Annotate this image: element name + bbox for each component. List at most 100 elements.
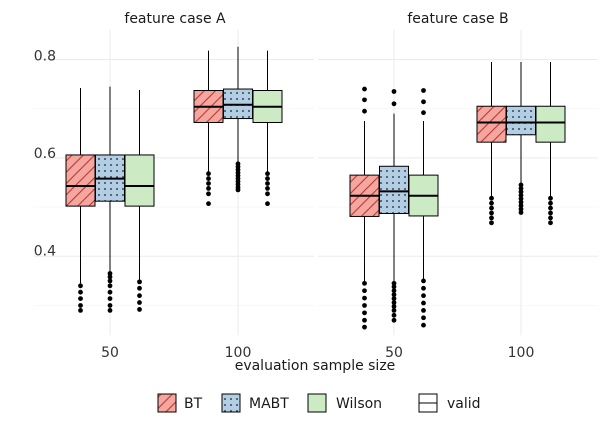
box-f1-50-mabt — [379, 165, 409, 214]
outlier-f1-100-mabt-4 — [518, 196, 524, 202]
outlier-f0-50-mabt-0 — [107, 271, 113, 276]
box-f1-100-wilson — [535, 105, 566, 143]
outlier-f0-50-bt-3 — [78, 303, 83, 308]
facet-label-a: feature case A — [124, 11, 226, 27]
outlier-f1-50-mabt-4 — [391, 288, 397, 294]
outlier-f0-50-wilson-1 — [137, 285, 142, 291]
outlier-f0-50-wilson-3 — [137, 300, 142, 305]
outlier-f0-100-wilson-3 — [265, 186, 270, 191]
outlier-f1-100-mabt-1 — [518, 186, 524, 191]
outlier-f1-50-wilson-8 — [421, 315, 426, 321]
outlier-f0-50-bt-1 — [78, 289, 83, 295]
legend-key-bt — [157, 393, 177, 413]
outlier-f1-50-mabt-5 — [391, 292, 397, 298]
legend-label-bt: BT — [184, 396, 203, 412]
outlier-f1-50-mabt-2 — [391, 280, 397, 286]
outlier-f0-50-mabt-7 — [107, 308, 113, 313]
outlier-f1-100-bt-2 — [489, 205, 494, 211]
box-f1-100-bt — [476, 105, 507, 143]
outlier-f1-100-mabt-0 — [518, 182, 524, 188]
box-f0-50-wilson — [124, 154, 155, 207]
outlier-f0-50-wilson-2 — [137, 293, 142, 299]
y-tick-label-0: 0.4 — [34, 244, 56, 260]
outlier-f1-50-wilson-4 — [421, 285, 426, 291]
facet-panel-a: feature case A — [34, 11, 314, 335]
box-f0-50-bt — [65, 154, 96, 207]
outlier-f0-100-bt-4 — [206, 191, 211, 197]
legend-label-wilson: Wilson — [336, 396, 382, 412]
legend: BT MABT Wilson valid — [157, 393, 481, 413]
legend-label-valid: valid — [447, 396, 481, 412]
outlier-f0-100-wilson-0 — [265, 171, 270, 177]
outlier-f1-50-bt-8 — [362, 317, 367, 323]
x-axis-title: evaluation sample size — [235, 358, 396, 374]
outlier-f0-50-wilson-4 — [137, 307, 142, 312]
outlier-f1-50-mabt-11 — [391, 317, 397, 323]
outlier-f1-100-wilson-5 — [548, 220, 553, 226]
outlier-f1-100-mabt-3 — [518, 192, 524, 198]
outlier-f1-100-mabt-5 — [518, 199, 524, 205]
outlier-f1-100-mabt-8 — [518, 210, 524, 215]
outlier-f1-100-wilson-3 — [548, 210, 553, 216]
y-tick-label-1: 0.6 — [34, 146, 56, 162]
outlier-f0-50-bt-2 — [78, 296, 83, 301]
outlier-f1-50-mabt-3 — [391, 284, 397, 290]
outlier-f1-50-mabt-0 — [391, 89, 397, 94]
outlier-f1-50-wilson-6 — [421, 300, 426, 306]
outlier-f0-50-mabt-6 — [107, 303, 113, 308]
outlier-f1-100-bt-1 — [489, 200, 494, 206]
outlier-f0-100-bt-5 — [206, 201, 211, 207]
outlier-f1-50-mabt-1 — [391, 101, 397, 107]
x-tick-label-b-50: 50 — [385, 345, 403, 361]
outlier-f1-50-bt-1 — [362, 97, 367, 103]
outlier-f1-50-wilson-5 — [421, 293, 426, 299]
box-f1-100-mabt — [506, 105, 536, 136]
outlier-f0-50-mabt-5 — [107, 296, 113, 301]
outlier-f0-50-mabt-4 — [107, 289, 113, 295]
outlier-f0-50-wilson-0 — [137, 279, 142, 285]
facet-panel-b: feature case B — [318, 11, 598, 335]
outlier-f0-100-mabt-9 — [235, 187, 241, 193]
outlier-f1-50-mabt-6 — [391, 296, 397, 301]
y-tick-label-2: 0.8 — [34, 49, 56, 65]
outlier-f1-50-wilson-7 — [421, 308, 426, 313]
outlier-f1-100-mabt-7 — [518, 206, 524, 212]
outlier-f1-50-bt-3 — [362, 280, 367, 286]
outlier-f1-100-bt-3 — [489, 210, 494, 216]
outlier-f1-50-bt-4 — [362, 288, 367, 294]
outlier-f1-50-bt-6 — [362, 303, 367, 308]
x-tick-label-a-100: 100 — [225, 345, 252, 361]
outlier-f0-100-bt-1 — [206, 176, 211, 181]
outlier-f1-50-wilson-9 — [421, 322, 426, 328]
outlier-f0-50-bt-0 — [78, 283, 83, 289]
outlier-f1-100-wilson-2 — [548, 205, 553, 211]
boxes-panel-b — [349, 61, 566, 330]
outlier-f1-50-wilson-0 — [421, 88, 426, 93]
legend-key-wilson — [307, 393, 327, 413]
x-axis-ticks: 50 100 50 100 — [101, 345, 534, 361]
outlier-f1-50-wilson-2 — [421, 110, 426, 116]
outlier-f1-50-bt-2 — [362, 108, 367, 114]
boxes-panel-a — [65, 46, 283, 313]
outlier-f1-50-mabt-7 — [391, 300, 397, 305]
outlier-f1-50-mabt-9 — [391, 308, 397, 313]
outlier-f0-100-bt-2 — [206, 181, 211, 186]
outlier-f1-100-mabt-6 — [518, 203, 524, 209]
x-tick-label-a-50: 50 — [101, 345, 119, 361]
outlier-f0-100-wilson-4 — [265, 191, 270, 197]
outlier-f0-100-wilson-1 — [265, 176, 270, 181]
outlier-f1-50-bt-9 — [362, 324, 367, 330]
outlier-f1-50-bt-0 — [362, 86, 367, 92]
legend-label-mabt: MABT — [249, 396, 289, 412]
outlier-f0-100-bt-0 — [206, 171, 211, 177]
outlier-f1-100-bt-5 — [489, 220, 494, 226]
x-tick-label-b-100: 100 — [508, 345, 535, 361]
legend-key-mabt — [221, 393, 241, 413]
outlier-f0-100-wilson-2 — [265, 181, 270, 186]
outlier-f1-100-bt-4 — [489, 215, 494, 221]
outlier-f1-100-wilson-4 — [548, 215, 553, 221]
outlier-f0-100-bt-3 — [206, 186, 211, 191]
outlier-f0-50-mabt-1 — [107, 274, 113, 280]
outlier-f1-100-wilson-0 — [548, 195, 553, 201]
